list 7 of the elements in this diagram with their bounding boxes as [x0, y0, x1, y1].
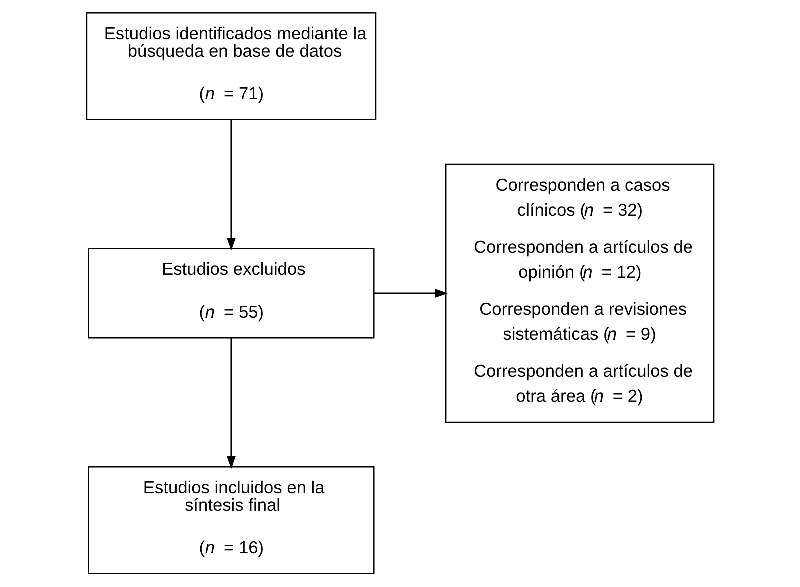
arrow [226, 338, 236, 470]
arrow [374, 288, 448, 298]
node-box: Estudios identificados mediante la búsqueda en base de datos (n = 71) [86, 12, 376, 120]
node-box: Estudios incluidos en la síntesis final (n = 16) [88, 466, 374, 574]
node-box: Corresponden a casos clínicos (n = 32) Corresponden a artículos de opinión (n = 12) Corresponden a revisiones sistemáticas (n = 9) Corresponden a artículos de otra área (n = 2) [444, 164, 714, 424]
node-box: Estudios excluidos (n = 55) [88, 248, 374, 339]
arrow [226, 120, 236, 251]
